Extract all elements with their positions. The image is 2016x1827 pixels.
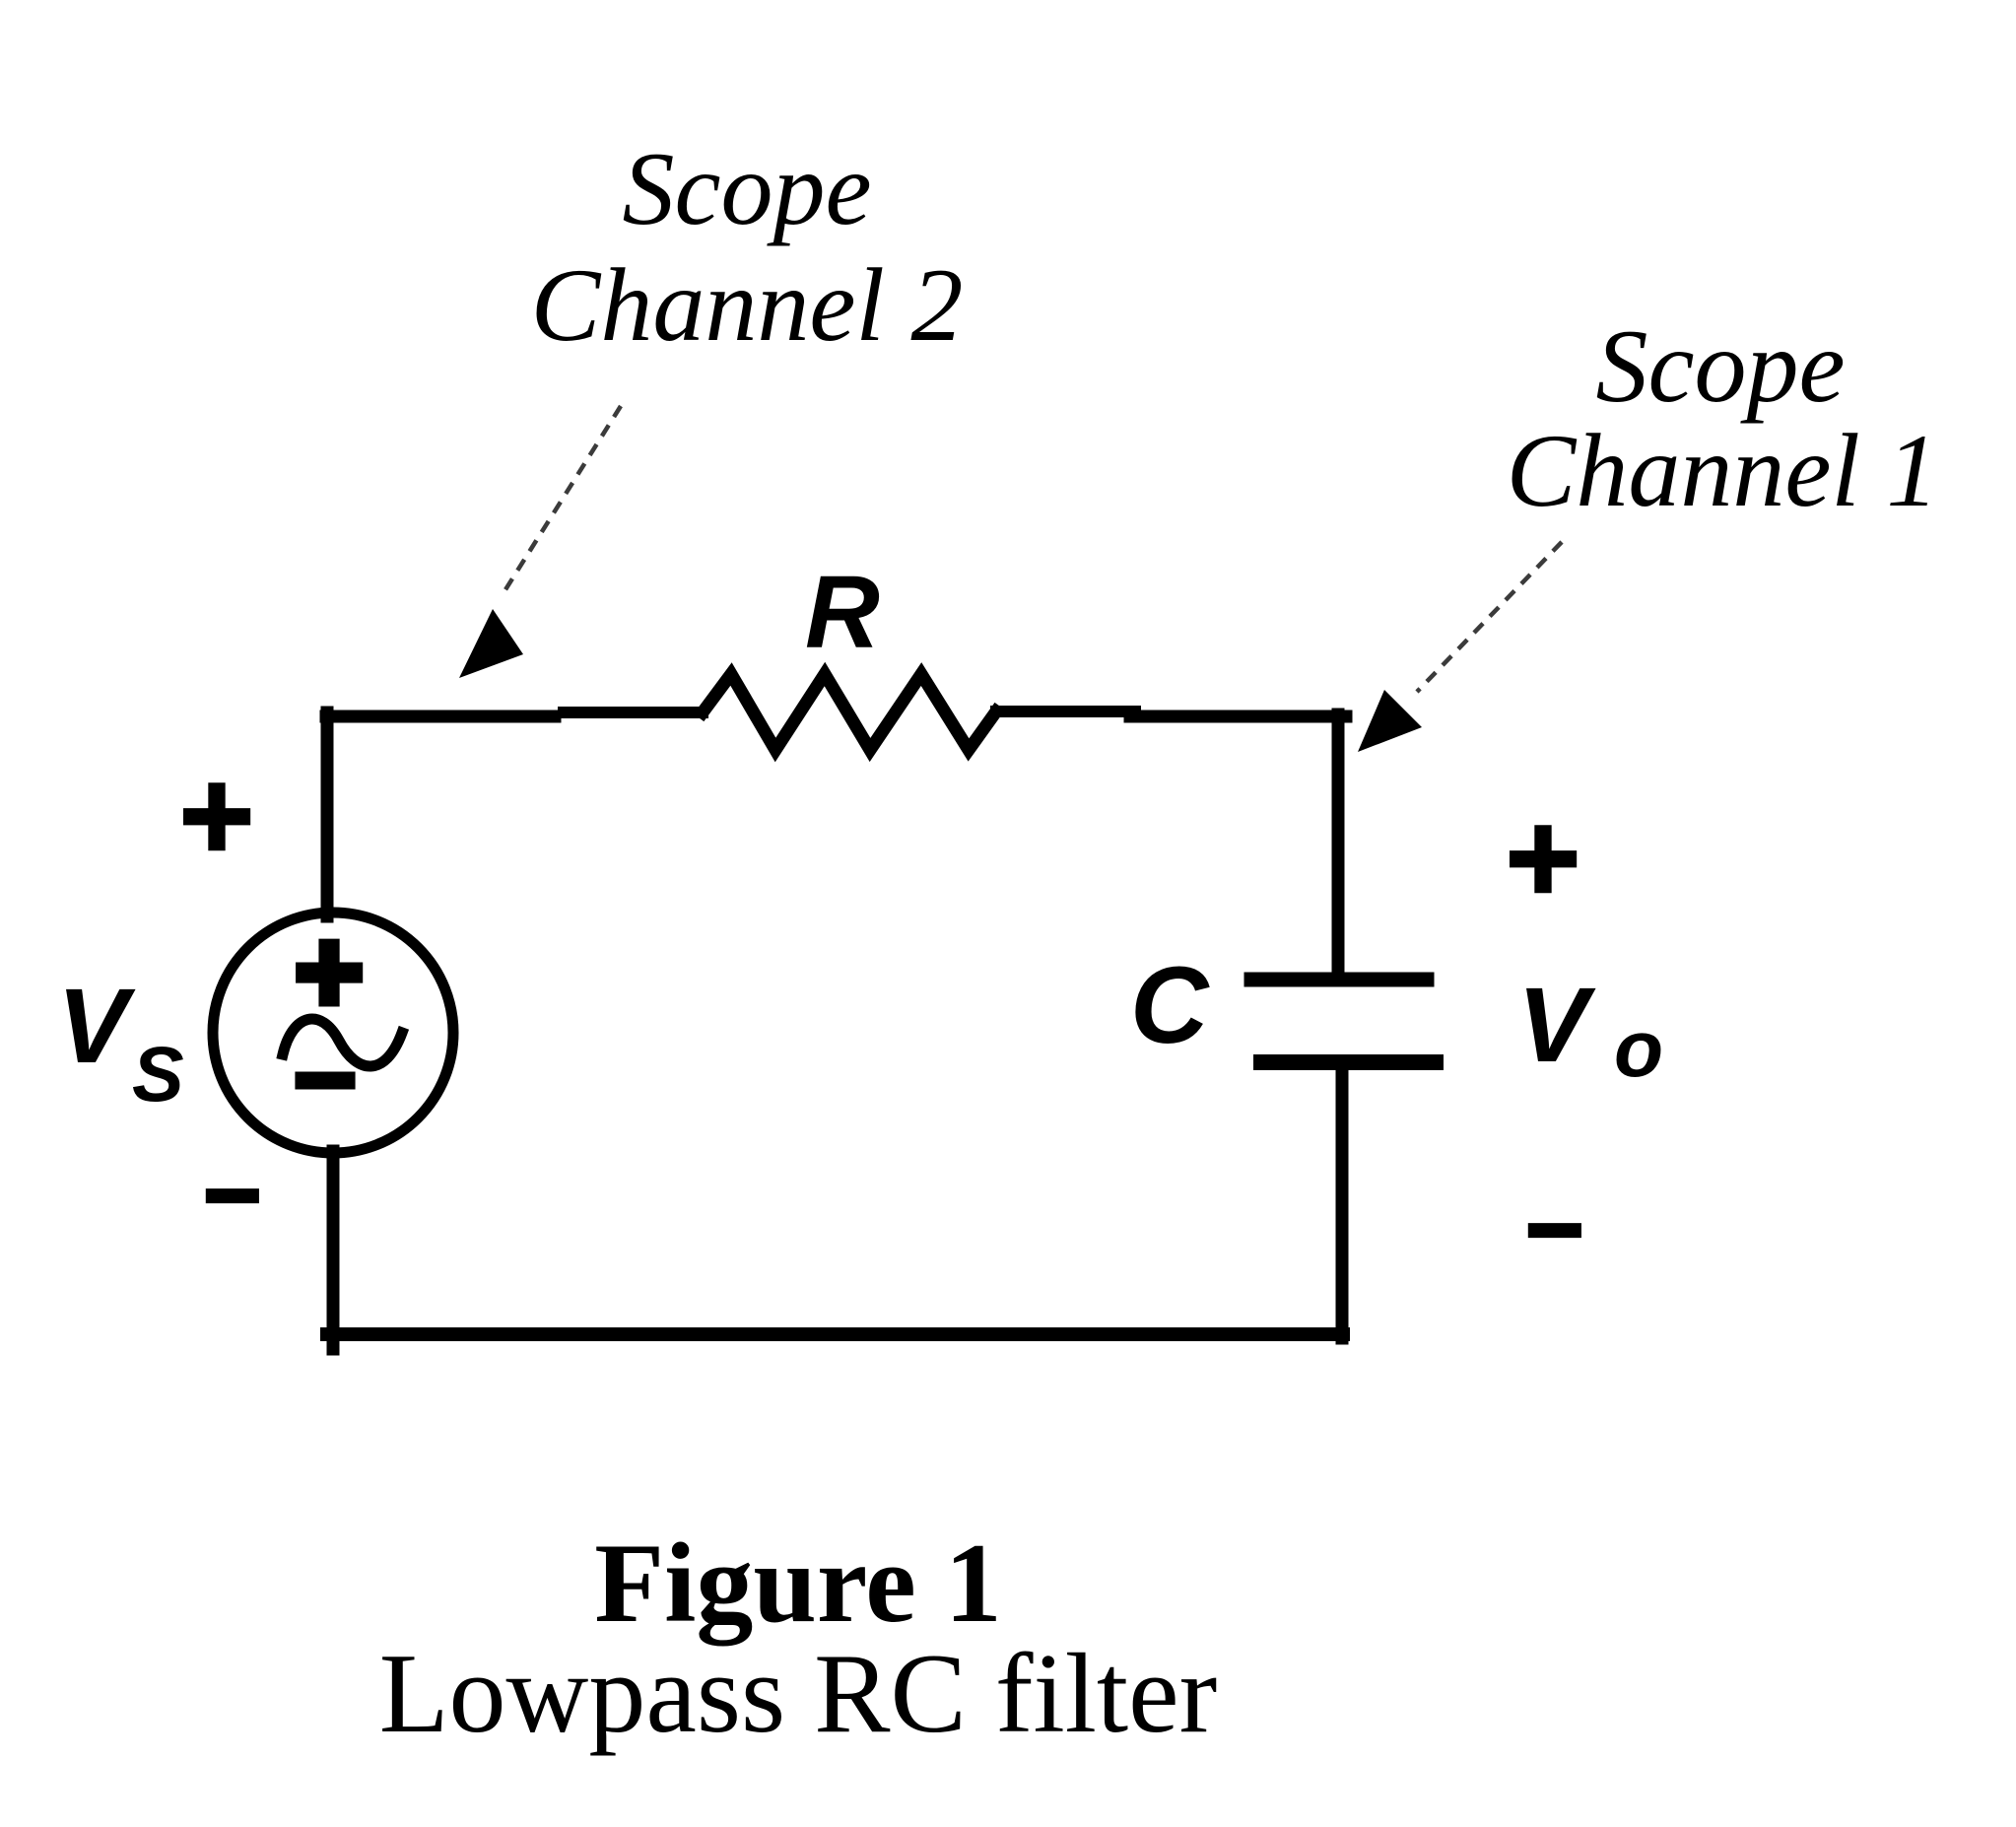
figure-caption-subtitle: Lowpass RC filter [379, 1631, 1218, 1757]
sine-wave-icon [276, 1013, 410, 1072]
resistor-label: R [805, 555, 880, 670]
source-inner-minus-sign: − [294, 1019, 357, 1140]
scope-channel2-label-line2: Channel 2 [531, 247, 964, 363]
source-outer-plus-sign: + [179, 743, 254, 887]
channel2-leader-dashed-line [503, 404, 623, 593]
source-voltage-subscript: S [132, 1030, 184, 1117]
channel2-arrowhead-icon [459, 609, 523, 678]
channel1-arrowhead-icon [1358, 690, 1422, 752]
resistor-zigzag [693, 661, 1006, 763]
source-voltage-base: V [57, 966, 136, 1085]
output-plus-sign: + [1506, 785, 1580, 929]
scope-channel1-label-line1: Scope [1595, 308, 1845, 424]
capacitor-label: C [1130, 945, 1210, 1066]
output-minus-sign: − [1526, 1175, 1583, 1285]
figure-caption-title: Figure 1 [594, 1521, 1001, 1647]
scope-channel2-label-line1: Scope [622, 131, 871, 246]
source-outer-minus-sign: − [204, 1140, 261, 1251]
output-voltage-subscript: o [1614, 1004, 1663, 1094]
source-voltage-label: VS [57, 966, 184, 1117]
channel1-leader-dashed-line [1415, 540, 1564, 694]
scope-channel1-label-line2: Channel 1 [1507, 413, 1939, 528]
output-voltage-base: V [1517, 965, 1596, 1084]
